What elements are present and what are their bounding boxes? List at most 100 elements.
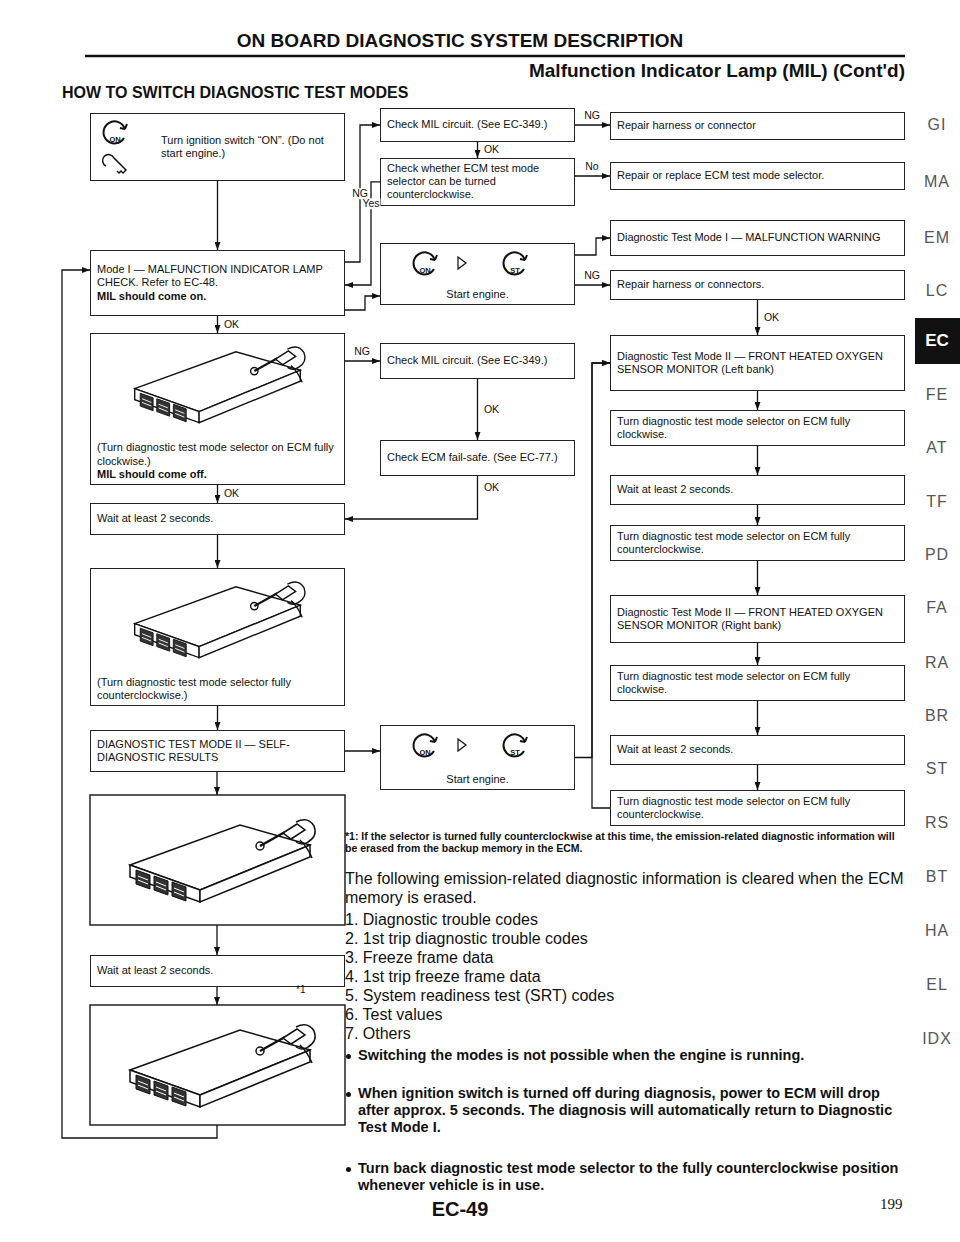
process-box: Turn diagnostic test mode selector on EC…: [610, 525, 905, 561]
ecm-illustration: [130, 820, 315, 902]
process-box: DIAGNOSTIC TEST MODE II — SELF-DIAGNOSTI…: [90, 730, 345, 772]
label-text: ST: [510, 748, 520, 757]
section-tab: [915, 318, 960, 364]
footnote-mark: *1: [296, 984, 316, 995]
branch-label: No: [584, 161, 599, 173]
label-text: EC-49: [432, 1198, 489, 1221]
flow-connector: [345, 360, 380, 361]
label-text: ON: [419, 748, 430, 757]
section-tab-label: RA: [937, 663, 960, 681]
switch-position: ON: [425, 263, 436, 281]
process-box: Start engine.: [380, 243, 575, 305]
key-switch-icon: [104, 121, 127, 143]
step-text: MIL should come on.: [97, 290, 338, 303]
step-text: Diagnostic Test Mode I — MALFUNCTION WAR…: [617, 231, 898, 244]
step-text: Turn diagnostic test mode selector on EC…: [617, 530, 898, 556]
process-box: Check MIL circuit. (See EC-349.): [380, 108, 575, 142]
step-text: Check MIL circuit. (See EC-349.): [387, 118, 568, 131]
step-text: Turn diagnostic test mode selector on EC…: [617, 415, 898, 441]
switch-arrow: [458, 257, 466, 269]
step-text: Turn diagnostic test mode selector on EC…: [617, 670, 898, 696]
label-text: BT: [926, 868, 948, 886]
flow-line: [216, 987, 217, 1005]
label-text: FE: [926, 386, 948, 404]
flow-connector: [477, 379, 478, 440]
process-box: Mode I — MALFUNCTION INDICATOR LAMP CHEC…: [90, 250, 345, 316]
list-item: 7. Others: [345, 1025, 905, 1043]
label-text: When ignition switch is turned off durin…: [358, 1085, 908, 1136]
heading-rule: [85, 55, 905, 58]
list-item: 3. Freeze frame data: [345, 949, 905, 967]
step-text: Wait at least 2 seconds.: [617, 743, 898, 756]
key-switch-icon: [414, 734, 437, 756]
label-text: ON: [109, 135, 120, 144]
label-text: AT: [926, 439, 947, 457]
section-tab-label: TF: [937, 502, 959, 520]
flow-connector: [345, 750, 380, 751]
switch-position: ST: [515, 745, 525, 763]
label-text: EM: [924, 229, 950, 247]
section-tab-label: IDX: [937, 1039, 960, 1057]
key-switch-icon: [414, 252, 437, 274]
step-text: Start engine.: [387, 773, 568, 786]
illustration-box: [90, 1005, 345, 1125]
branch-label: OK: [223, 319, 240, 331]
label-text: Malfunction Indicator Lamp (MIL) (Cont'd…: [285, 60, 905, 82]
process-box: Check ECM fail-safe. (See EC-77.): [380, 440, 575, 476]
process-box: Check whether ECM test mode selector can…: [380, 158, 575, 206]
bullet-note: Switching the modes is not possible when…: [358, 1047, 908, 1064]
switch-arrow: [458, 739, 466, 751]
flow-connector: [575, 175, 610, 176]
label-text: ON: [419, 266, 430, 275]
process-box: Repair harness or connector: [610, 112, 905, 140]
label-text: HA: [925, 922, 949, 940]
label-text: FA: [926, 599, 948, 617]
switch-position: ON: [425, 745, 436, 763]
flow-line: [216, 772, 217, 795]
list-item: 1. Diagnostic trouble codes: [345, 911, 905, 929]
label-text: EL: [926, 976, 948, 994]
process-box: Repair harness or connectors.: [610, 270, 905, 300]
page-title: ON BOARD DIAGNOSTIC SYSTEM DESCRIPTION: [60, 30, 860, 52]
step-text: Diagnostic Test Mode II — FRONT HEATED O…: [617, 606, 898, 632]
branch-label: NG: [583, 270, 601, 282]
section-tab-label: EC: [937, 341, 960, 361]
flow-connector: [757, 701, 758, 735]
label-text: 4. 1st trip freeze frame data: [345, 968, 905, 986]
branch-label: NG: [583, 110, 601, 122]
bullet-note: When ignition switch is turned off durin…: [358, 1085, 908, 1136]
body-text: The following emission-related diagnosti…: [345, 869, 920, 907]
label-text: The following emission-related diagnosti…: [345, 869, 920, 907]
label-text: ST: [510, 266, 520, 275]
step-text: Diagnostic Test Mode II — FRONT HEATED O…: [617, 350, 898, 376]
section-tab-label: BT: [937, 877, 959, 895]
label-text: 199: [880, 1196, 940, 1213]
illustrated-step-box: (Turn diagnostic test mode selector on E…: [90, 333, 345, 485]
step-text: Wait at least 2 seconds.: [97, 964, 338, 977]
flow-connector: [217, 181, 218, 250]
list-item: 5. System readiness test (SRT) codes: [345, 987, 905, 1005]
process-box: Turn diagnostic test mode selector on EC…: [610, 665, 905, 701]
label-text: TF: [926, 493, 948, 511]
page-number: EC-49: [460, 1198, 517, 1221]
branch-label: NG: [353, 346, 371, 358]
section-subtitle: Malfunction Indicator Lamp (MIL) (Cont'd…: [285, 60, 905, 82]
label-text: Turn back diagnostic test mode selector …: [358, 1160, 908, 1194]
flow-connector: [345, 476, 478, 519]
label-text: 6. Test values: [345, 1006, 905, 1024]
list-item: 4. 1st trip freeze frame data: [345, 968, 905, 986]
flow-connector: [575, 124, 610, 125]
flow-connector: [217, 316, 218, 333]
process-box: Turn diagnostic test mode selector on EC…: [610, 410, 905, 446]
step-text: Wait at least 2 seconds.: [617, 483, 898, 496]
branch-label: OK: [483, 482, 500, 494]
flow-connector: [757, 643, 758, 665]
label-text: RA: [925, 654, 949, 672]
section-tab-label: FA: [937, 608, 959, 626]
section-tab-label: PD: [937, 555, 960, 573]
list-item: 2. 1st trip diagnostic trouble codes: [345, 930, 905, 948]
process-box: Repair or replace ECM test mode selector…: [610, 162, 905, 190]
illustrated-step-box: (Turn diagnostic test mode selector full…: [90, 568, 345, 706]
process-box: Turn ignition switch “ON”. (Do not start…: [90, 113, 345, 181]
